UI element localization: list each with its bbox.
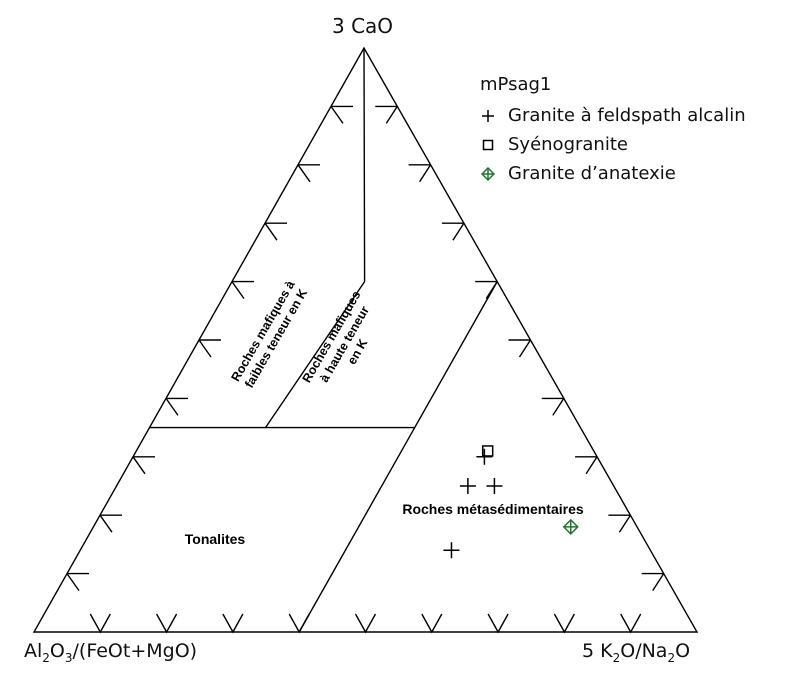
left-axis-tick <box>66 572 89 592</box>
apex-label-cao: 3 CaO <box>332 14 394 38</box>
right-axis-tick <box>408 164 432 183</box>
apex-left-sub: 3 <box>64 650 73 665</box>
left-axis-tick <box>330 105 353 124</box>
left-axis-tick <box>297 164 320 183</box>
legend-label: Granite à feldspath alcalin <box>508 105 746 126</box>
left-axis-tick <box>132 456 155 475</box>
bottom-axis-tick <box>354 613 377 634</box>
apex-left-part: O <box>49 640 65 662</box>
field-label-metasediments: Roches métasédimentaires <box>402 501 584 517</box>
apex-label-k2o-na2o: 5 K2O/Na2O <box>582 640 690 665</box>
data-point-square <box>481 445 494 457</box>
left-axis-tick <box>198 339 221 358</box>
legend-label: Granite d’anatexie <box>508 163 676 184</box>
apex-right-part: 5 K <box>582 640 613 662</box>
data-point-plus <box>443 542 460 559</box>
apex-right-part: O/Na <box>620 640 668 662</box>
right-axis-tick <box>541 397 565 416</box>
field-boundary-line <box>298 281 498 633</box>
apex-left-sub: 2 <box>42 650 50 665</box>
bottom-axis-tick <box>487 613 509 634</box>
legend-item: Syénogranite <box>478 130 746 159</box>
apex-left-part: /(FeOt+MgO) <box>72 640 198 662</box>
bottom-axis-tick <box>288 613 310 634</box>
left-axis-tick <box>231 280 254 300</box>
data-point-plus <box>486 478 503 494</box>
apex-left-part: Al <box>24 640 43 662</box>
right-axis-tick <box>508 339 532 358</box>
legend-item: Granite d’anatexie <box>478 159 746 188</box>
field-boundary-line <box>264 281 366 428</box>
square-marker-icon <box>478 139 498 151</box>
field-boundary-line <box>363 47 366 282</box>
data-point-diamond-plus <box>562 518 579 535</box>
right-axis-tick <box>475 280 498 299</box>
left-axis-tick <box>99 514 122 533</box>
right-axis-tick <box>375 105 398 124</box>
plus-marker-icon <box>478 109 498 123</box>
legend-item: Granite à feldspath alcalin <box>478 101 746 130</box>
legend: mPsag1 Granite à feldspath alcalin Syéno… <box>478 74 746 188</box>
right-axis-tick <box>441 222 465 241</box>
left-axis-tick <box>165 397 188 416</box>
bottom-axis-tick <box>222 613 244 634</box>
apex-right-sub: 2 <box>667 650 676 665</box>
apex-right-part: O <box>675 640 691 662</box>
bottom-axis-tick <box>89 613 111 634</box>
bottom-axis-tick <box>421 613 443 634</box>
data-point-plus <box>476 448 493 465</box>
data-point-plus <box>459 478 476 494</box>
bottom-axis-tick <box>155 613 178 634</box>
legend-label: Syénogranite <box>508 134 628 155</box>
bottom-axis-tick <box>620 613 642 634</box>
right-axis-tick <box>575 456 598 475</box>
bottom-axis-tick <box>553 613 576 634</box>
right-axis-tick <box>641 572 665 591</box>
left-axis-tick <box>264 222 287 241</box>
apex-label-al2o3: Al2O3/(FeOt+MgO) <box>24 640 197 665</box>
field-label-tonalites: Tonalites <box>184 531 246 547</box>
right-axis-tick <box>608 514 631 533</box>
apex-right-sub: 2 <box>612 650 621 665</box>
legend-title: mPsag1 <box>480 74 552 95</box>
diamond-plus-marker-icon <box>478 166 498 181</box>
